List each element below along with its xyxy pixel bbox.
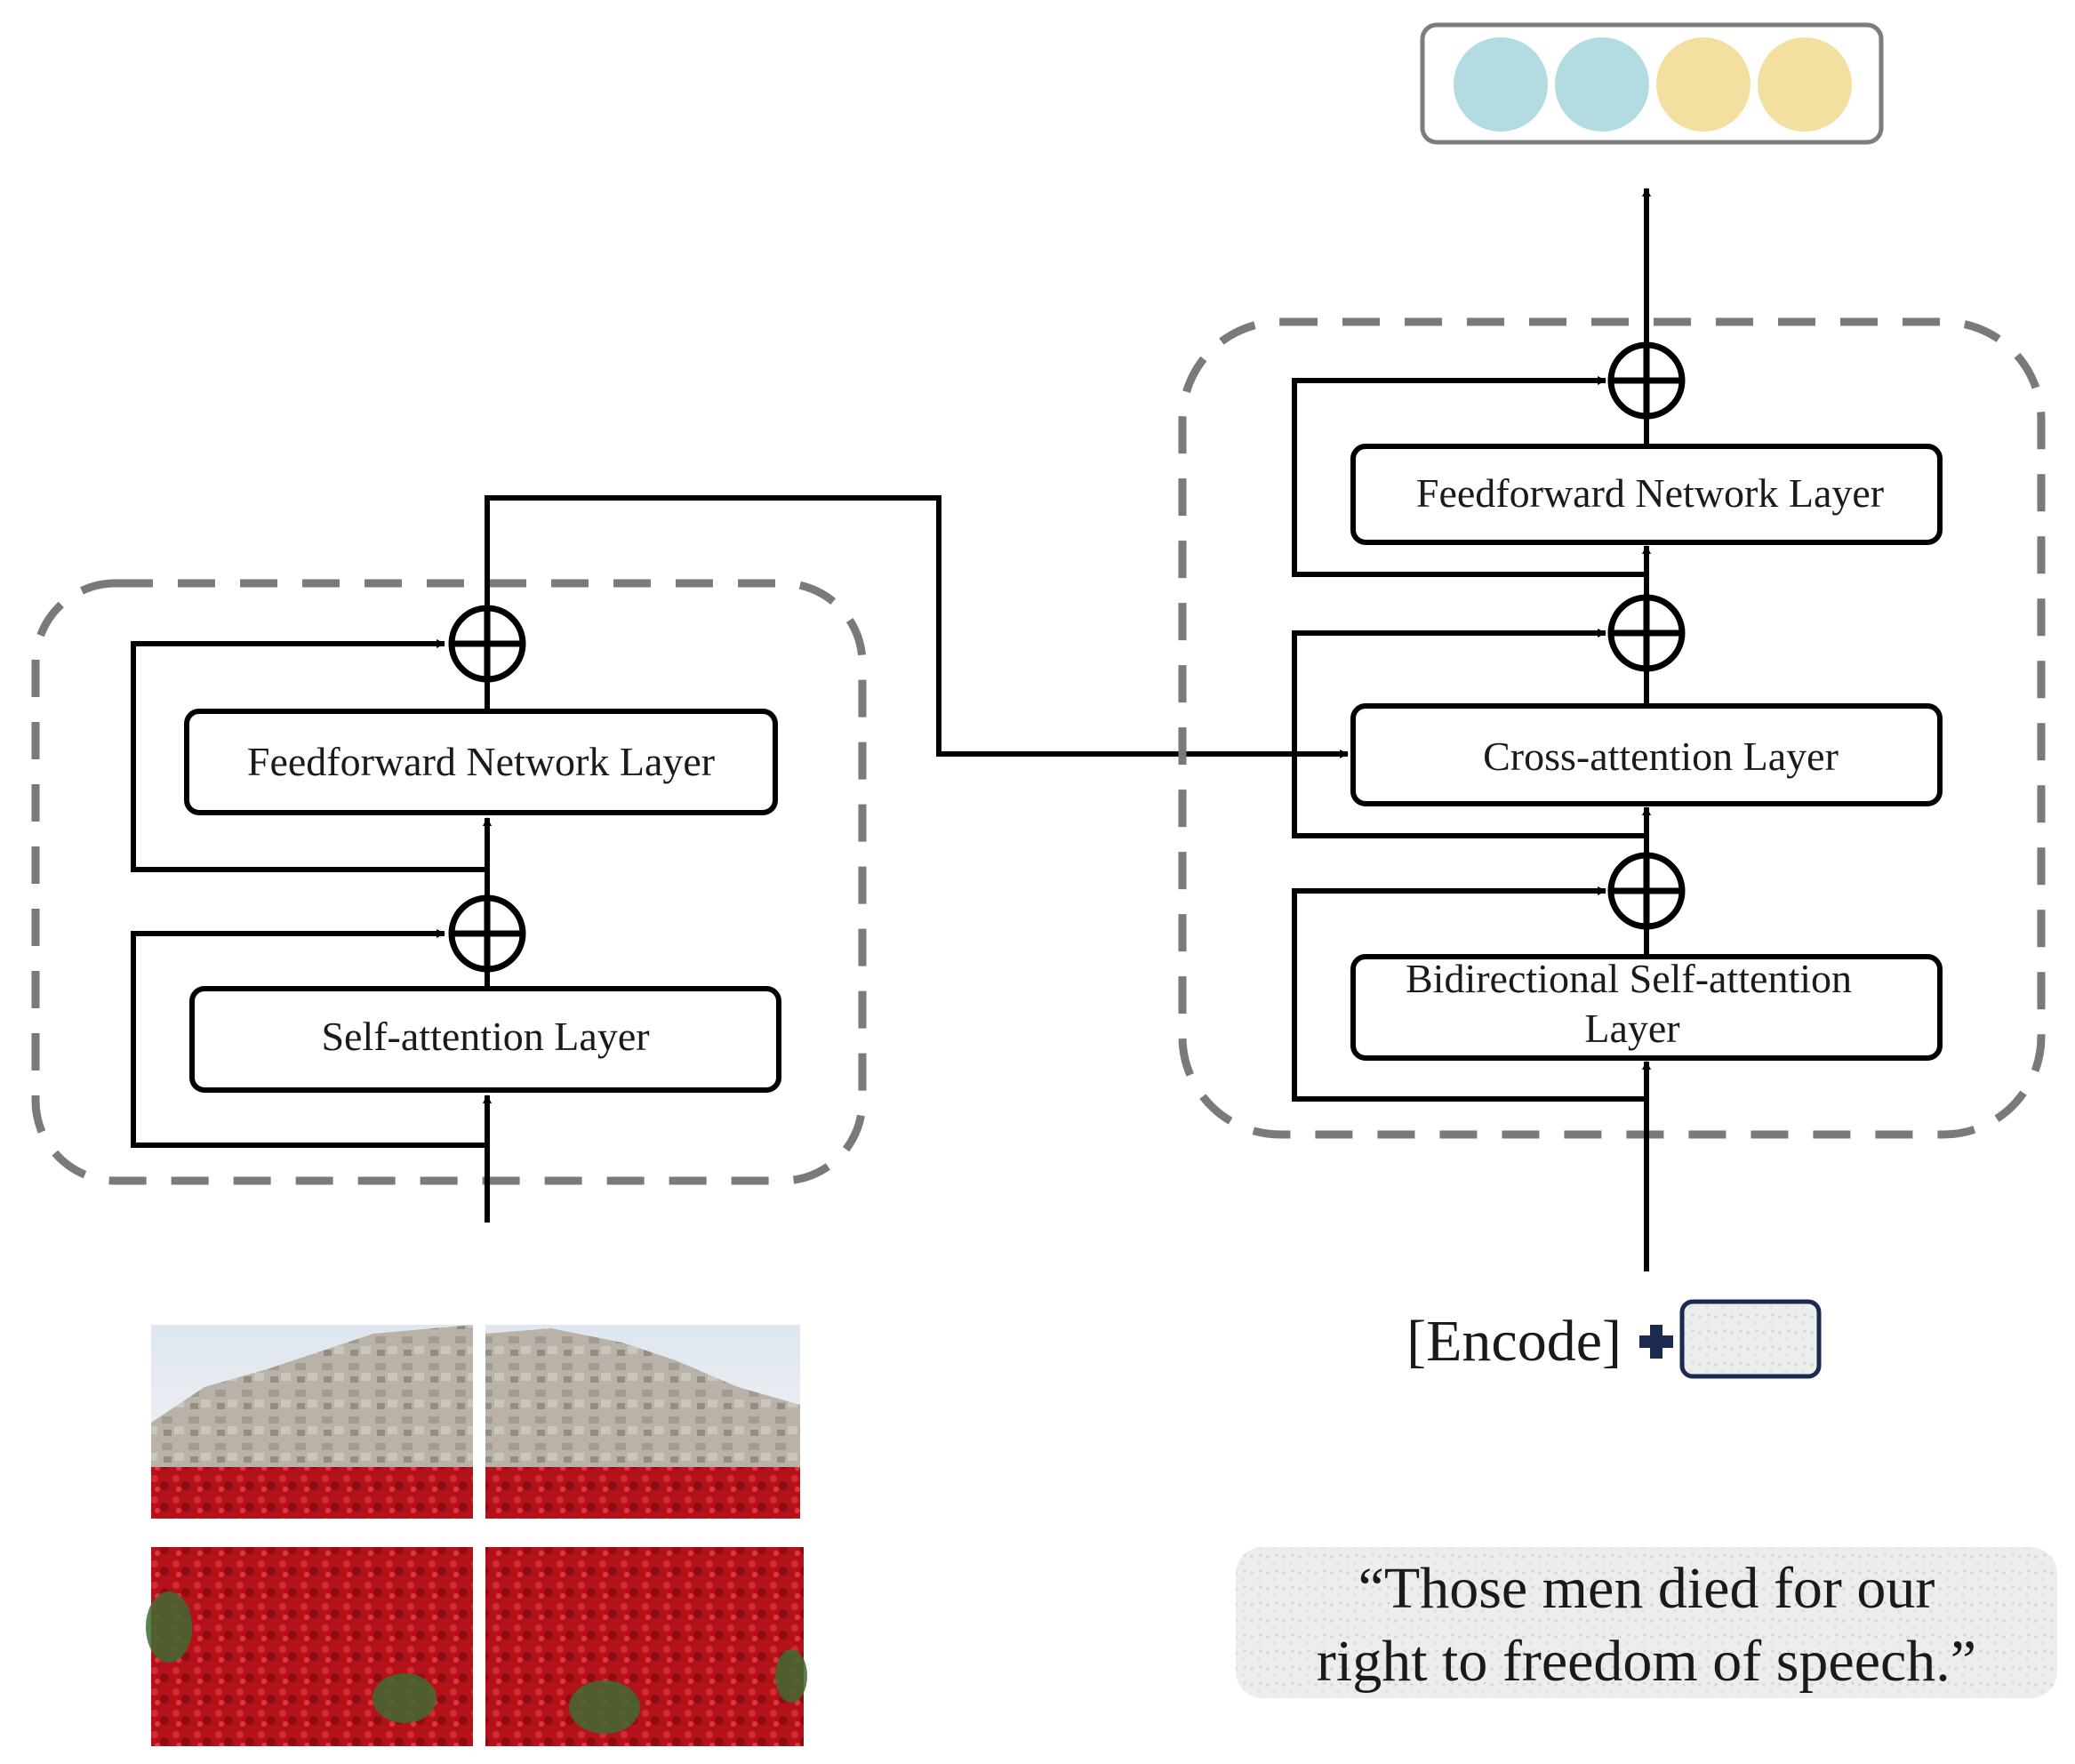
ffn-residual-path [131,639,487,872]
image-tile [146,1547,473,1746]
output-token-circle [1758,37,1852,132]
bidirectional-residual-path [1292,886,1646,1102]
encoder-feedforward-layer: Feedforward Network Layer [184,709,778,815]
cross-attention-label: Cross-attention Layer [1483,734,1839,779]
decoder-feedforward-layer: Feedforward Network Layer [1350,444,1943,545]
plus-icon [1639,1325,1673,1359]
image-tile [485,1547,807,1746]
image-encoder-block [31,579,867,1185]
decoder-add-node-1 [1607,852,1686,930]
output-token-circle [1555,37,1649,132]
caption-line-2: right to freedom of speech.” [1317,1629,1976,1694]
bidirectional-label-line1: Bidirectional Self-attention [1406,956,1852,1001]
decoder-feedforward-label: Feedforward Network Layer [1416,470,1884,516]
caption-background [1236,1547,2057,1698]
decoder-add-node-3 [1607,341,1686,420]
decoder-ffn-residual-path [1292,376,1646,577]
encoder-add-node-2 [448,605,526,683]
decoder-bidirectional-self-attention-layer: Bidirectional Self-attention Layer [1350,954,1943,1061]
self-attention-residual-path [131,929,487,1148]
encoder-to-cross-attention-path [485,495,1349,758]
encoder-self-attention-layer: Self-attention Layer [189,986,781,1093]
output-token-circle [1656,37,1751,132]
bidirectional-label-line2: Layer [1584,1006,1679,1051]
text-embedding-placeholder [1679,1299,1822,1379]
cross-attention-residual-path [1292,629,1646,838]
output-token-circle [1454,37,1548,132]
encoder-feedforward-label: Feedforward Network Layer [247,739,715,784]
decoder-add-node-2 [1607,594,1686,672]
decoder-cross-attention-layer: Cross-attention Layer [1350,703,1943,806]
caption-line-1: “Those men died for our [1358,1556,1935,1621]
output-token-bar [1420,22,1884,145]
image-tile [151,1325,473,1519]
encoder-self-attention-label: Self-attention Layer [321,1014,649,1059]
text-decoder-block [1178,317,2046,1139]
encode-token-label: [Encode] [1406,1309,1622,1374]
encoder-add-node-1 [448,894,526,973]
input-caption: “Those men died for our right to freedom… [1236,1547,2057,1698]
image-tile [485,1325,800,1519]
input-image-tiles [146,1325,807,1746]
